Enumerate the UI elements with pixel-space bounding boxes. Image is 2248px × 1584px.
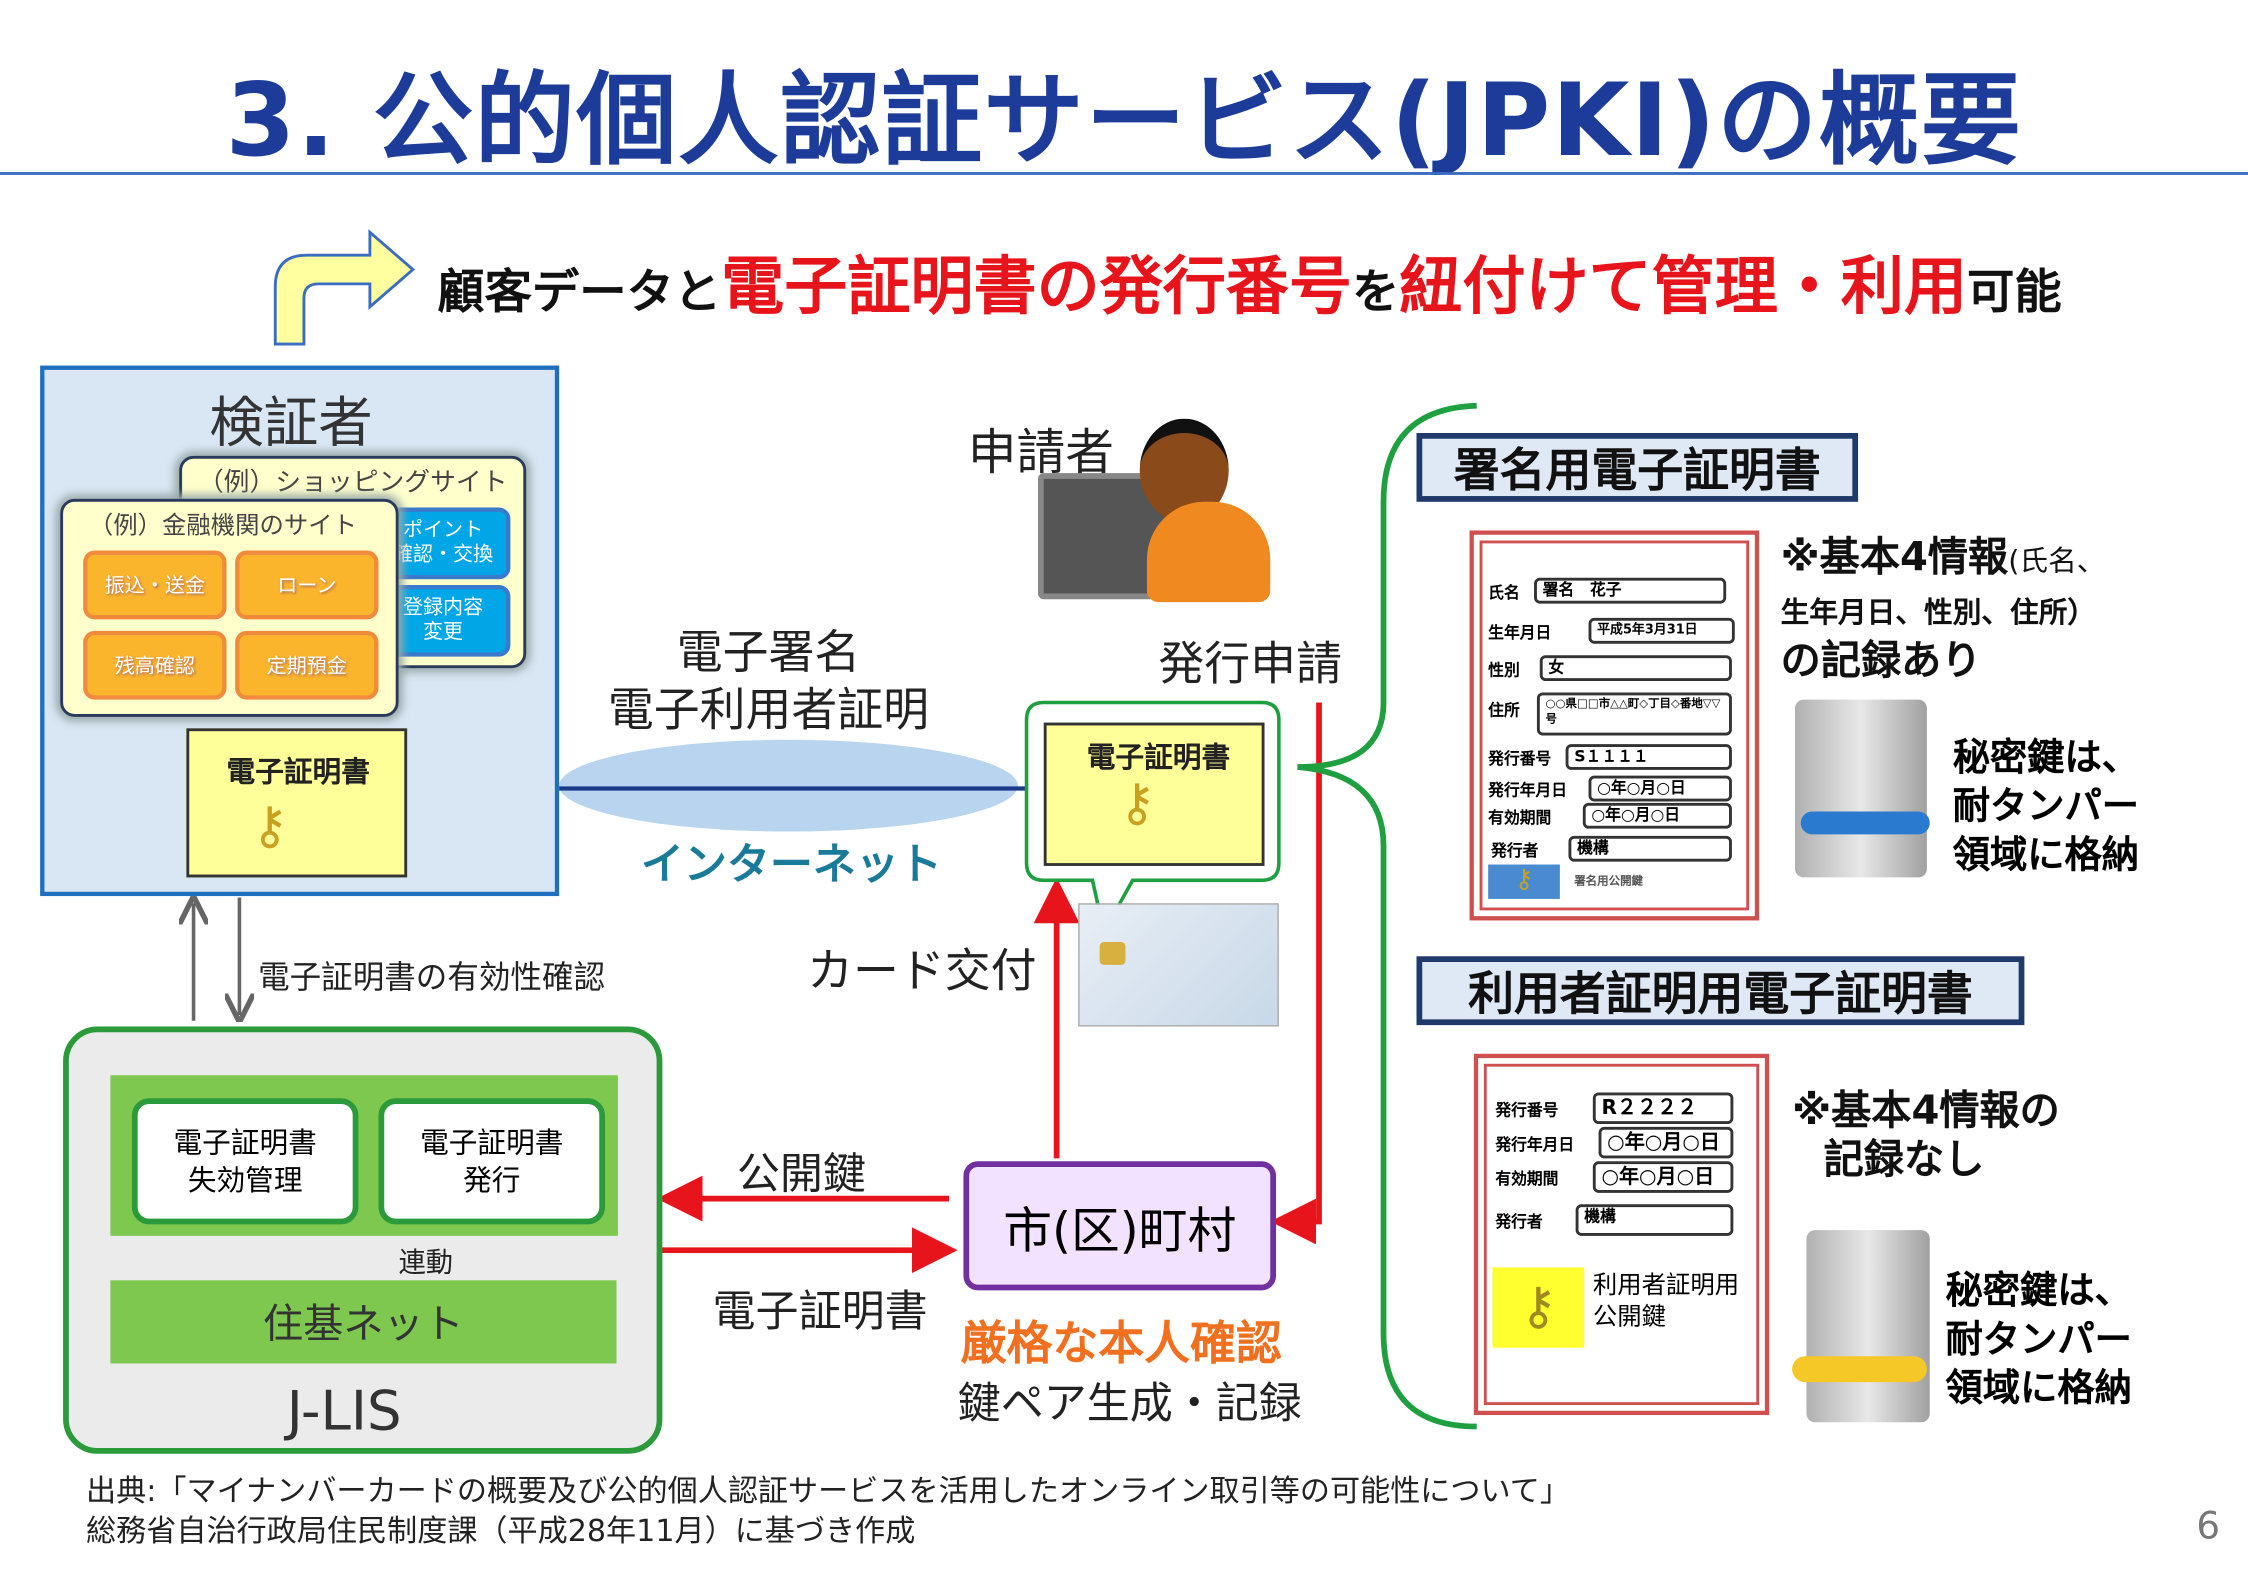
internet-ellipse bbox=[559, 739, 1018, 832]
cert-label: 電子証明書 bbox=[712, 1287, 928, 1338]
sign-cert-document: 氏名 署名 花子 生年月日 平成5年3月31日 性別 女 住所 ○○県□□市△△… bbox=[1469, 530, 1760, 921]
note-text: (氏名、 bbox=[2008, 543, 2106, 578]
internet-label: インターネット bbox=[640, 840, 942, 891]
field-value: ○年○月○日 bbox=[1592, 1161, 1734, 1193]
key-icon: ⚷ bbox=[250, 797, 289, 856]
sign-cert-note: ※基本4情報(氏名、 生年月日、性別、住所） の記録あり bbox=[1781, 533, 2106, 685]
subtitle-highlight: 電子証明書の発行番号 bbox=[721, 250, 1352, 325]
subtitle-highlight: 紐付けて管理・利用 bbox=[1399, 250, 1968, 325]
field-label: 有効期間 bbox=[1488, 808, 1552, 828]
key-icon: ⚷ bbox=[1118, 774, 1157, 833]
page-number: 6 bbox=[2196, 1505, 2221, 1549]
field-value: ○年○月○日 bbox=[1598, 1126, 1734, 1159]
juki-net-band: 住基ネット bbox=[110, 1280, 617, 1364]
title-divider bbox=[0, 172, 2248, 175]
strict-identity-label: 厳格な本人確認 bbox=[960, 1316, 1282, 1371]
source-line: 総務省自治行政局住民制度課（平成28年11月）に基づき作成 bbox=[86, 1513, 916, 1549]
verifier-cert-scroll bbox=[186, 728, 408, 878]
field-label: 生年月日 bbox=[1488, 623, 1552, 643]
apply-label: 発行申請 bbox=[1158, 636, 1342, 692]
field-label: 発行者 bbox=[1491, 841, 1539, 861]
user-cert-note: ※基本4情報の 記録なし bbox=[1792, 1087, 2060, 1184]
person-body-icon bbox=[1146, 501, 1271, 603]
center-cert-scroll bbox=[1043, 722, 1265, 866]
note-text: ※基本4情報の bbox=[1792, 1086, 2060, 1135]
subtitle-text: 顧客データと bbox=[437, 263, 722, 320]
link-label: 連動 bbox=[398, 1247, 454, 1279]
balance-button[interactable]: 残高確認 bbox=[83, 630, 227, 700]
field-value: 機構 bbox=[1568, 835, 1732, 862]
note-text: 生年月日、性別、住所） bbox=[1780, 594, 2097, 630]
field-label: 発行番号 bbox=[1488, 749, 1552, 769]
transfer-button[interactable]: 振込・送金 bbox=[83, 550, 227, 620]
source-line: 出典:「マイナンバーカードの概要及び公的個人認証サービスを活用したオンライン取引… bbox=[86, 1473, 1570, 1509]
field-value: ○年○月○日 bbox=[1588, 775, 1732, 802]
key-icon: ⚷ bbox=[1488, 864, 1560, 899]
source-footer: 出典:「マイナンバーカードの概要及び公的個人認証サービスを活用したオンライン取引… bbox=[86, 1471, 1570, 1551]
subtitle-text: 可能 bbox=[1967, 263, 2062, 320]
loan-button[interactable]: ローン bbox=[235, 550, 379, 620]
field-value: R２２２２ bbox=[1592, 1092, 1734, 1125]
issuance-box: 電子証明書 発行 bbox=[378, 1098, 606, 1225]
key-caption: 利用者証明用 公開鍵 bbox=[1592, 1271, 1740, 1332]
jlis-name: J-LIS bbox=[286, 1379, 402, 1443]
blue-key-icon bbox=[1800, 811, 1930, 835]
field-label: 発行年月日 bbox=[1495, 1135, 1575, 1155]
field-value: 平成5年3月31日 bbox=[1588, 617, 1735, 644]
center-cert-label: 電子証明書 bbox=[1086, 739, 1231, 775]
field-label: 発行番号 bbox=[1495, 1101, 1559, 1120]
verifier-cert-label: 電子証明書 bbox=[226, 754, 370, 789]
finance-site-label: （例）金融機関のサイト bbox=[88, 511, 357, 541]
e-user-auth-label: 電子利用者証明 bbox=[607, 682, 930, 737]
key-caption: 署名用公開鍵 bbox=[1574, 874, 1644, 888]
subtitle-text: を bbox=[1351, 263, 1400, 320]
note-text: の記録あり bbox=[1780, 636, 1982, 684]
sign-safe-text: 秘密鍵は、 耐タンパー 領域に格納 bbox=[1952, 736, 2140, 878]
yellow-key-icon bbox=[1792, 1356, 1927, 1383]
key-icon: ⚷ bbox=[1492, 1267, 1585, 1348]
user-cert-header: 利用者証明用電子証明書 bbox=[1416, 956, 2025, 1026]
field-value: 署名 花子 bbox=[1534, 577, 1727, 604]
green-brace bbox=[1297, 402, 1477, 1430]
applicant-label: 申請者 bbox=[967, 424, 1114, 482]
field-value: S１１１１ bbox=[1565, 744, 1732, 770]
municipality-box: 市(区)町村 bbox=[963, 1161, 1276, 1291]
public-key-label: 公開鍵 bbox=[736, 1149, 866, 1201]
safe-icon bbox=[1794, 699, 1927, 878]
verifier-title: 検証者 bbox=[209, 391, 373, 455]
note-text: ※基本4情報 bbox=[1780, 533, 2009, 581]
card-delivery-label: カード交付 bbox=[807, 943, 1037, 998]
user-cert-document: 発行番号 R２２２２ 発行年月日 ○年○月○日 有効期間 ○年○月○日 発行者 … bbox=[1473, 1053, 1770, 1416]
field-label: 発行年月日 bbox=[1488, 781, 1568, 801]
keypair-label: 鍵ペア生成・記録 bbox=[957, 1379, 1302, 1430]
field-label: 性別 bbox=[1488, 660, 1520, 680]
revocation-box: 電子証明書 失効管理 bbox=[131, 1098, 359, 1225]
user-safe-text: 秘密鍵は、 耐タンパー 領域に格納 bbox=[1945, 1270, 2132, 1411]
deposit-button[interactable]: 定期預金 bbox=[235, 630, 379, 700]
field-label: 発行者 bbox=[1495, 1212, 1543, 1232]
field-label: 住所 bbox=[1488, 701, 1520, 720]
chip-icon bbox=[1099, 941, 1126, 965]
field-label: 氏名 bbox=[1488, 583, 1520, 603]
field-label: 有効期間 bbox=[1495, 1169, 1559, 1189]
shopping-site-label: （例）ショッピングサイト bbox=[197, 467, 508, 498]
bent-arrow-icon bbox=[273, 229, 416, 346]
field-value: ○○県□□市△△町◇丁目◇番地▽▽号 bbox=[1536, 692, 1732, 736]
apply-arrow bbox=[1270, 702, 1322, 1245]
sign-cert-header: 署名用電子証明書 bbox=[1416, 432, 1859, 502]
safe-icon bbox=[1806, 1230, 1930, 1423]
my-number-card-image bbox=[1078, 903, 1279, 1027]
e-signature-label: 電子署名 bbox=[676, 625, 861, 680]
page-title: 3. 公的個人認証サービス(JPKI)の概要 bbox=[225, 61, 2023, 180]
subtitle: 顧客データと電子証明書の発行番号を紐付けて管理・利用可能 bbox=[437, 235, 2061, 327]
field-value: 機構 bbox=[1575, 1204, 1734, 1236]
field-value: ○年○月○日 bbox=[1582, 802, 1732, 829]
validity-check-label: 電子証明書の有効性確認 bbox=[258, 960, 606, 997]
field-value: 女 bbox=[1539, 655, 1732, 682]
note-text: 記録なし bbox=[1823, 1135, 1985, 1183]
